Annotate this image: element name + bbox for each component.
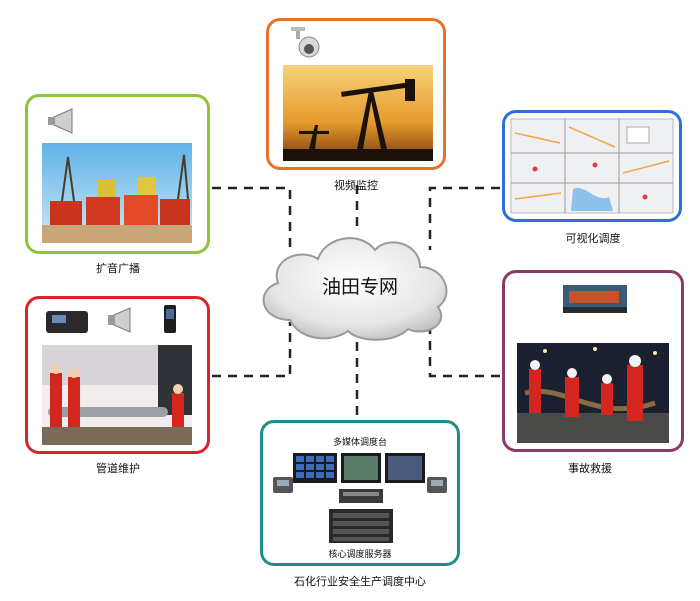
radio-speaker-phone-icon: [46, 305, 176, 333]
ptz-camera-icon: [291, 27, 320, 58]
console-art: [273, 453, 447, 503]
caption-broadcast: 扩音广播: [96, 262, 140, 275]
caption-accident-rescue: 事故救援: [568, 462, 612, 475]
server-rack-icon: [329, 509, 393, 543]
node-pipeline-maintenance[interactable]: [25, 296, 210, 454]
node-broadcast[interactable]: [25, 94, 210, 254]
node-visual-dispatch[interactable]: [502, 110, 682, 222]
rescue-panel-art: [517, 285, 669, 443]
caption-dispatch-center: 石化行业安全生产调度中心: [294, 575, 426, 588]
video-panel-art: [283, 27, 433, 161]
caption-visual-dispatch: 可视化调度: [565, 232, 621, 245]
connector-broadcast: [212, 186, 292, 250]
pipeline-panel-art: [42, 305, 192, 445]
node-dispatch-center[interactable]: 多媒体调度台: [260, 420, 460, 566]
broadcast-panel-art: [42, 108, 192, 243]
node-accident-rescue[interactable]: [502, 270, 684, 452]
server-label: 核心调度服务器: [328, 550, 392, 560]
caption-video-monitoring: 视频监控: [334, 179, 378, 192]
trucks: [50, 177, 190, 225]
connector-pipeline: [212, 322, 292, 378]
pumpjack-silhouette: [283, 79, 433, 161]
monitor-icon: [293, 453, 425, 483]
rescue-equipment-icon: [563, 285, 627, 313]
phone-icon: [273, 477, 447, 493]
connector-accident: [428, 322, 500, 378]
map-grid-icon: [510, 118, 674, 214]
node-video-monitoring[interactable]: [266, 18, 446, 170]
console-label: 多媒体调度台: [332, 438, 387, 448]
caption-pipeline-maintenance: 管道维护: [96, 462, 140, 475]
horn-speaker-icon: [48, 108, 73, 134]
cloud-label: 油田专网: [321, 276, 398, 298]
connector-visual: [428, 186, 500, 250]
cloud-shape: [262, 237, 448, 341]
